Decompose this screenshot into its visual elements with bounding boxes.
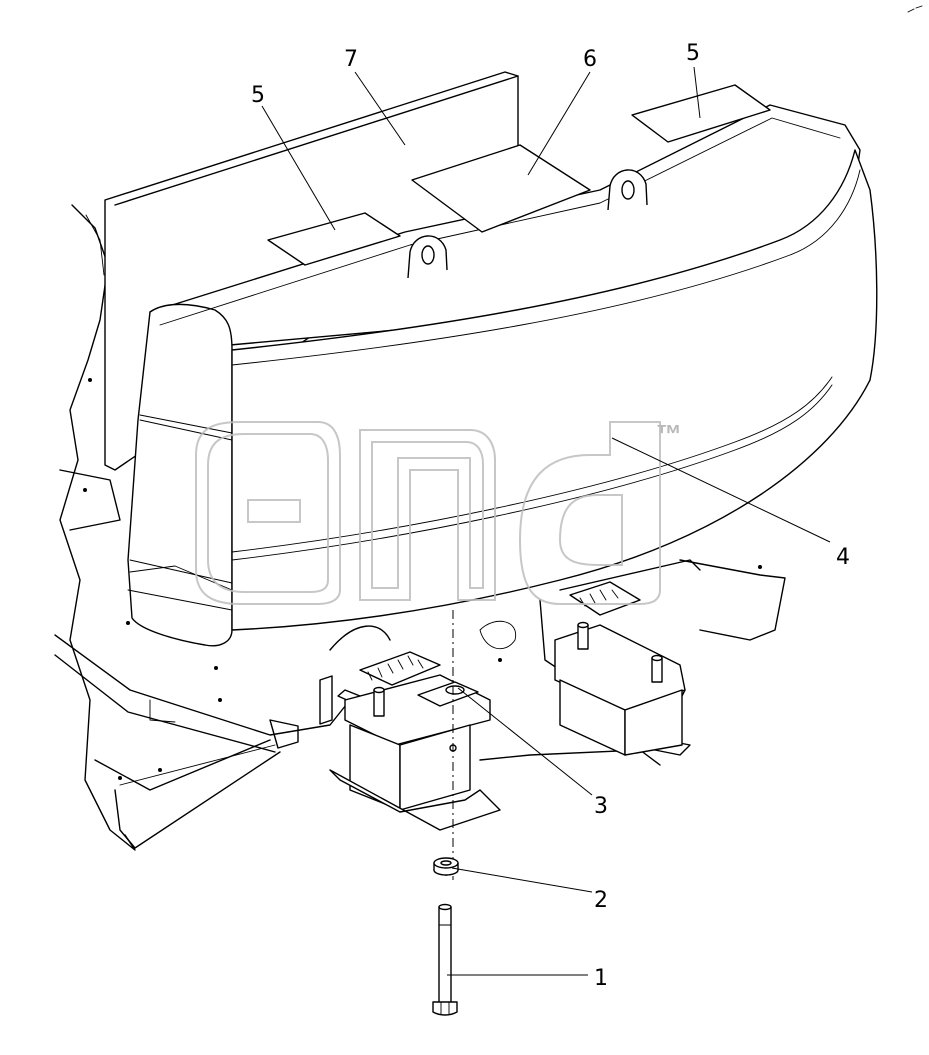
callout-6: 6	[583, 47, 597, 72]
callout-7: 7	[344, 47, 358, 72]
watermark-trademark: ™	[656, 419, 682, 449]
washer-3	[417, 681, 479, 752]
mount-bracket-right	[554, 621, 686, 756]
watermark-logo: ™	[195, 419, 682, 605]
callout-labels: 7 5 6 5 4 3 2 1	[251, 41, 850, 991]
vent-grille-right	[569, 581, 641, 616]
lifting-eye-right	[607, 169, 648, 211]
callout-4: 4	[836, 545, 850, 570]
corner-speck	[907, 5, 923, 13]
callout-3: 3	[594, 794, 608, 819]
counterweight-body	[104, 71, 878, 647]
callout-1: 1	[594, 966, 608, 991]
decal-6	[411, 144, 591, 233]
lifting-eye-left	[407, 235, 448, 279]
mount-bracket-left	[329, 674, 501, 831]
spacer-2	[433, 857, 459, 876]
callout-2: 2	[594, 888, 608, 913]
decal-5-left	[267, 212, 401, 266]
callout-5-right: 5	[686, 41, 700, 66]
vent-grille-left	[359, 651, 441, 686]
leader-lines	[261, 66, 831, 976]
decal-5-right	[631, 84, 771, 143]
callout-5-left: 5	[251, 83, 265, 108]
bolt-1	[432, 903, 458, 1016]
